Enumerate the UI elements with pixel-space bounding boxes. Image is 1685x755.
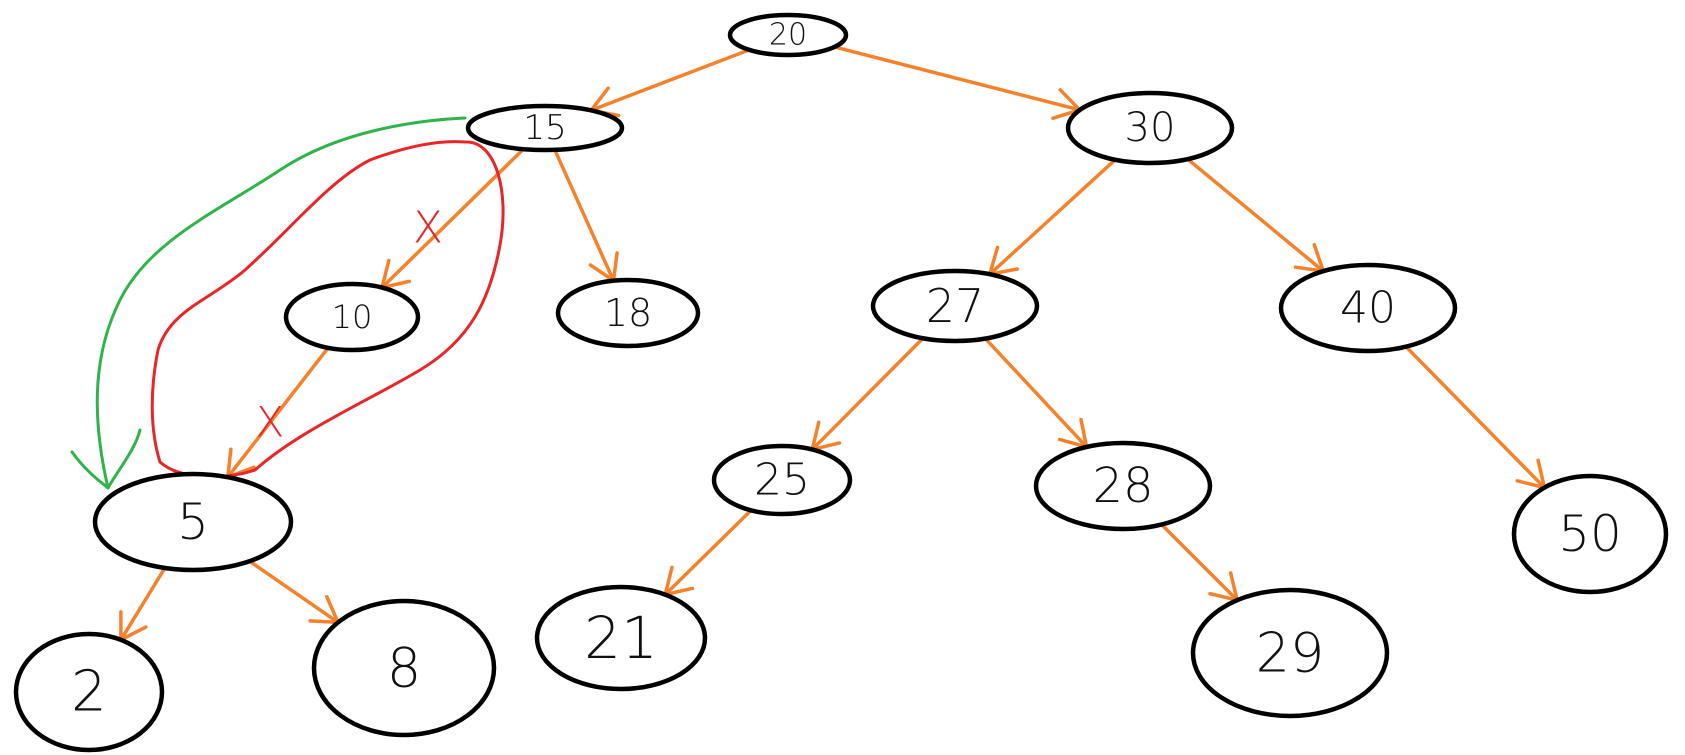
edge-n5-n8 — [247, 559, 341, 625]
node-label: 10 — [332, 298, 373, 336]
node-ellipse — [727, 12, 849, 58]
node-label: 15 — [523, 108, 566, 148]
edge-n20-n15 — [587, 48, 751, 118]
tree-node-5: 5 — [92, 471, 294, 573]
tree-node-18: 18 — [555, 277, 701, 349]
node-ellipse — [311, 598, 497, 738]
tree-node-28: 28 — [1033, 440, 1213, 532]
node-label: 40 — [1340, 283, 1396, 334]
node-label: 28 — [1092, 458, 1153, 514]
new-link-arrowhead-green — [70, 428, 142, 490]
edge-n40-n50 — [1404, 344, 1547, 490]
node-ellipse — [283, 281, 421, 353]
tree-node-40: 40 — [1278, 262, 1458, 354]
edge-n25-n21 — [662, 508, 753, 597]
edge-line — [589, 48, 751, 113]
tree-node-25: 25 — [711, 443, 853, 517]
edge-line — [119, 566, 167, 642]
tree-node-29: 29 — [1190, 587, 1390, 719]
edge-n30-n27 — [987, 157, 1118, 277]
node-ellipse — [1065, 90, 1235, 166]
tree-node-27: 27 — [870, 268, 1040, 344]
node-ellipse — [555, 277, 701, 349]
edge-n5-n2 — [119, 566, 167, 643]
removal-loop-red — [150, 140, 505, 479]
tree-node-15: 15 — [465, 103, 625, 153]
node-ellipse — [1511, 473, 1669, 595]
edge-n20-n30 — [832, 45, 1083, 120]
edge-line — [380, 147, 526, 290]
edge-line — [987, 157, 1118, 277]
node-ellipse — [1278, 262, 1458, 354]
node-label: 29 — [1256, 622, 1325, 685]
edge-line — [1185, 157, 1326, 273]
edge-n30-n40 — [1185, 157, 1326, 274]
node-label: 20 — [769, 18, 807, 53]
edge-n15-n18 — [553, 148, 619, 284]
crossed-edge-mark: X — [256, 398, 285, 447]
crossed-marks-layer: X X — [256, 203, 443, 447]
tree-node-21: 21 — [534, 584, 708, 692]
node-ellipse — [870, 268, 1040, 344]
node-label: 27 — [926, 279, 985, 333]
tree-node-30: 30 — [1065, 90, 1235, 166]
annotation-layer — [70, 116, 505, 490]
new-link-curve-green — [95, 116, 467, 490]
node-ellipse — [1033, 440, 1213, 532]
edge-line — [1404, 344, 1547, 490]
node-label: 25 — [754, 455, 810, 506]
node-ellipse — [534, 584, 708, 692]
tree-node-2: 2 — [13, 631, 165, 753]
node-label: 30 — [1125, 105, 1176, 151]
node-ellipse — [711, 443, 853, 517]
node-label: 50 — [1558, 505, 1622, 563]
tree-node-50: 50 — [1511, 473, 1669, 595]
node-label: 2 — [71, 660, 107, 725]
node-label: 18 — [604, 291, 652, 335]
node-ellipse — [465, 103, 625, 153]
node-ellipse — [92, 471, 294, 573]
edge-line — [553, 148, 616, 283]
edge-n27-n28 — [983, 336, 1089, 450]
edge-line — [247, 559, 340, 625]
tree-node-20: 20 — [727, 12, 849, 58]
edge-line — [810, 336, 925, 452]
edge-n28-n29 — [1159, 522, 1240, 603]
node-label: 21 — [584, 604, 658, 672]
crossed-edge-mark: X — [413, 203, 443, 254]
tree-node-8: 8 — [311, 598, 497, 738]
edge-line — [832, 45, 1082, 112]
edge-line — [663, 508, 753, 597]
node-label: 5 — [177, 493, 209, 551]
edge-line — [226, 346, 330, 479]
edges-layer — [119, 45, 1547, 643]
tree-node-10: 10 — [283, 281, 421, 353]
node-ellipse — [1190, 587, 1390, 719]
edge-line — [983, 336, 1089, 449]
node-label: 8 — [387, 637, 421, 700]
node-ellipse — [13, 631, 165, 753]
edge-n27-n25 — [809, 336, 925, 452]
edge-line — [1159, 522, 1239, 602]
